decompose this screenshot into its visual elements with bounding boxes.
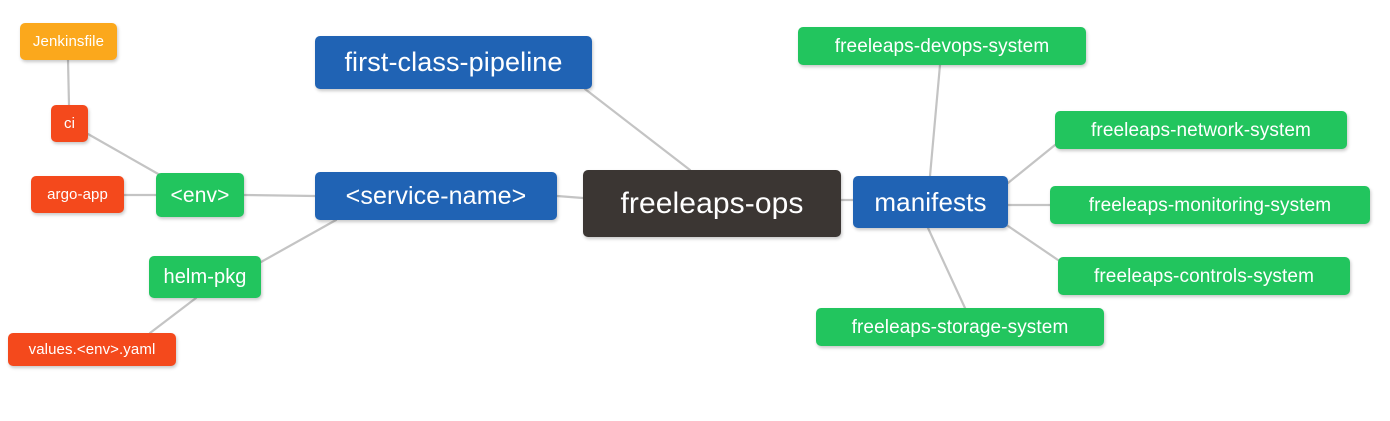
mindmap-node-argo-app[interactable]: argo-app bbox=[31, 176, 124, 213]
mindmap-node-monitoring[interactable]: freeleaps-monitoring-system bbox=[1050, 186, 1370, 224]
edge-jenkinsfile-to-ci bbox=[66, 58, 71, 107]
mindmap-node-jenkinsfile[interactable]: Jenkinsfile bbox=[20, 23, 117, 60]
mindmap-node-freeleaps-ops[interactable]: freeleaps-ops bbox=[583, 170, 841, 237]
edge-manifests-to-storage bbox=[926, 226, 967, 310]
edge-env-to-service-name bbox=[242, 193, 317, 198]
mindmap-node-env[interactable]: <env> bbox=[156, 173, 244, 217]
mindmap-node-service-name[interactable]: <service-name> bbox=[315, 172, 557, 220]
edge-manifests-to-network bbox=[1006, 143, 1057, 185]
mindmap-node-controls[interactable]: freeleaps-controls-system bbox=[1058, 257, 1350, 295]
edge-service-name-to-helm-pkg bbox=[259, 218, 338, 264]
mindmap-node-helm-pkg[interactable]: helm-pkg bbox=[149, 256, 261, 298]
edge-ci-to-env bbox=[86, 132, 162, 177]
mindmap-node-ci[interactable]: ci bbox=[51, 105, 88, 142]
edge-manifests-to-controls bbox=[1006, 224, 1060, 262]
mindmap-node-values-yaml[interactable]: values.<env>.yaml bbox=[8, 333, 176, 366]
edge-helm-pkg-to-values-yaml bbox=[148, 296, 198, 335]
mindmap-node-devops[interactable]: freeleaps-devops-system bbox=[798, 27, 1086, 65]
mindmap-node-network[interactable]: freeleaps-network-system bbox=[1055, 111, 1347, 149]
mindmap-node-first-class[interactable]: first-class-pipeline bbox=[315, 36, 592, 89]
mindmap-node-storage[interactable]: freeleaps-storage-system bbox=[816, 308, 1104, 346]
edge-first-class-to-freeleaps-ops bbox=[583, 87, 692, 172]
edge-manifests-to-devops bbox=[928, 63, 942, 178]
mindmap-node-manifests[interactable]: manifests bbox=[853, 176, 1008, 228]
edge-service-name-to-freeleaps-ops bbox=[555, 194, 585, 200]
